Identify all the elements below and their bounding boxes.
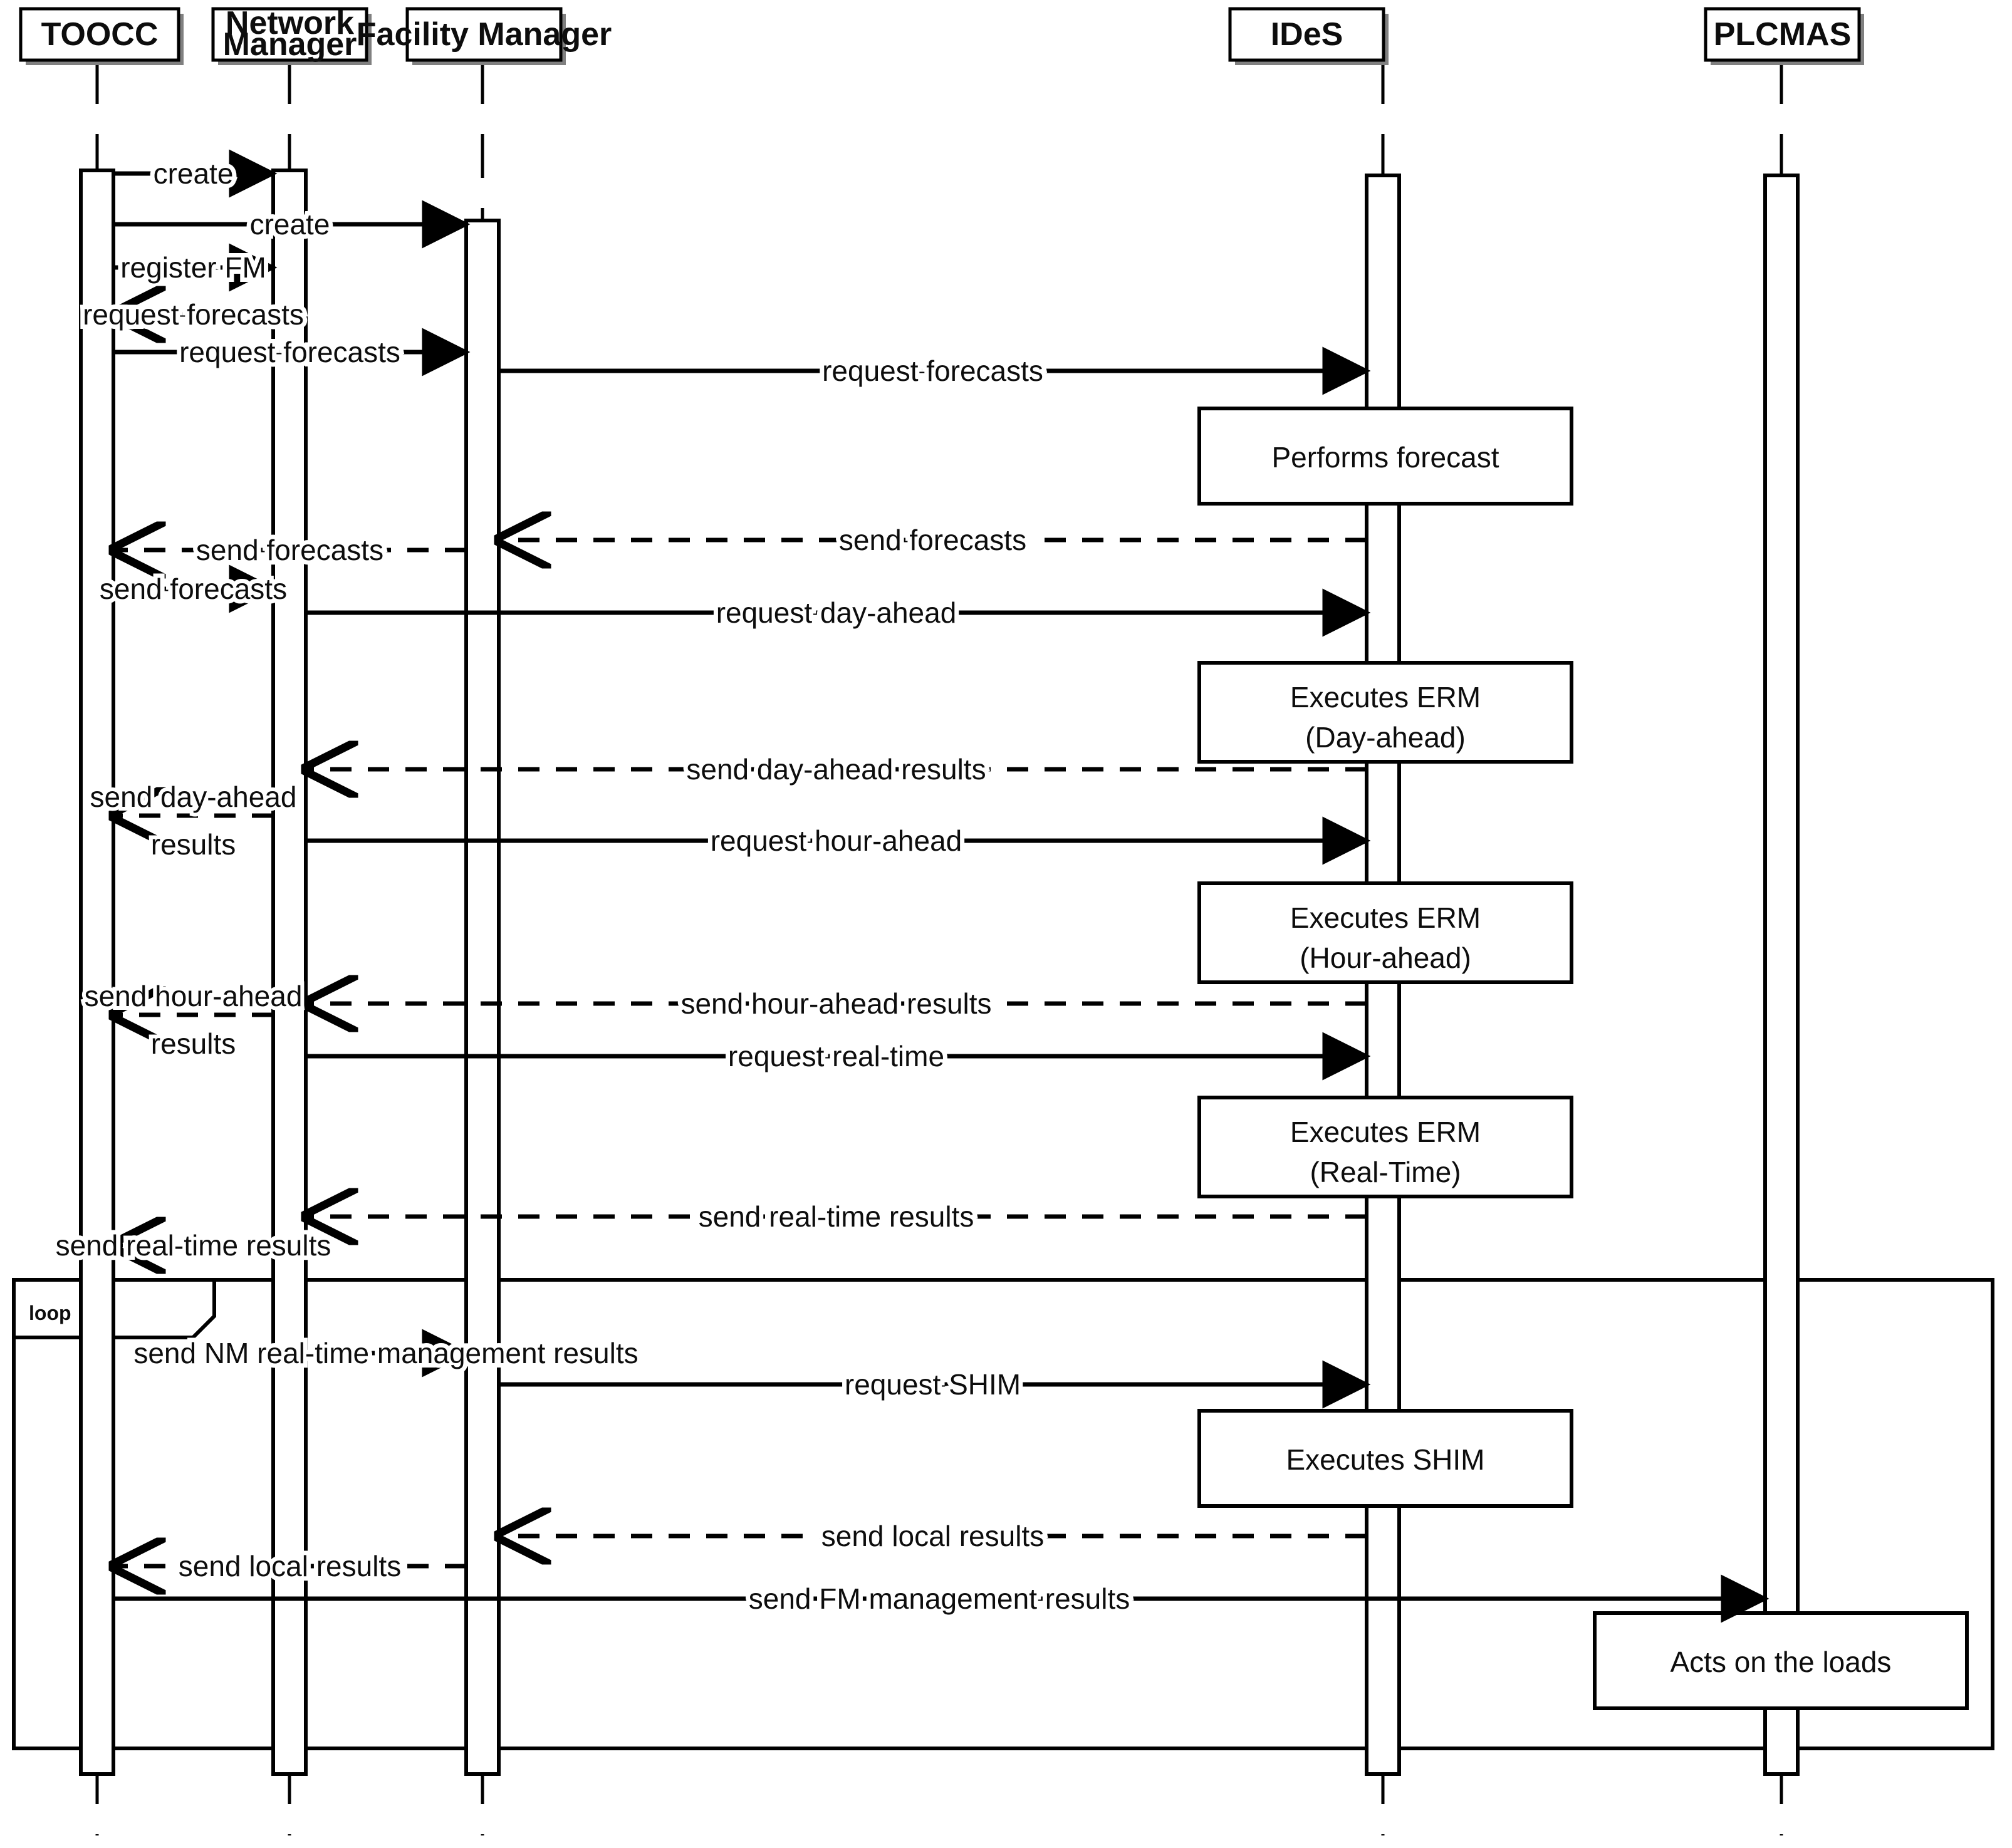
- activity-box-label-line2: (Real-Time): [1310, 1156, 1461, 1188]
- message-m18: send real-time results: [51, 1229, 335, 1262]
- header-label: TOOCC: [41, 16, 159, 53]
- header-label: Facility Manager: [357, 16, 612, 53]
- message-label: send local results: [821, 1520, 1044, 1552]
- message-m08: send forecasts: [499, 524, 1367, 556]
- activation-bar-nm: [271, 169, 308, 1776]
- message-m20: request SHIM: [499, 1360, 1371, 1409]
- header-box: [19, 7, 180, 62]
- message-m01: create: [113, 149, 278, 198]
- fragment-frame-loop: [12, 1278, 1994, 1750]
- message-m04: request forecasts: [78, 298, 308, 331]
- message-m22: send local results: [113, 1550, 466, 1582]
- message-m11: send day-ahead results: [306, 753, 1367, 786]
- lifeline-header-ides[interactable]: IDeS: [1228, 7, 1389, 65]
- message-m13: request hour-ahead: [306, 816, 1371, 865]
- message-label: create: [154, 157, 234, 190]
- header-box: [405, 7, 563, 62]
- message-m15: send hour-ahead results: [81, 976, 306, 1064]
- header-box: [1704, 7, 1861, 62]
- activity-box-label-line2: (Hour-ahead): [1300, 942, 1471, 974]
- message-m19: send NM real-time management results: [129, 1329, 643, 1378]
- activation-bar-toocc: [79, 169, 115, 1776]
- activity-box-label: Executes SHIM: [1286, 1443, 1485, 1476]
- message-m03: register FM: [113, 243, 278, 292]
- message-label: request SHIM: [845, 1368, 1021, 1401]
- message-label: send day-ahead results: [686, 753, 986, 786]
- header-box: [211, 7, 368, 62]
- activity-box-b4: [1197, 1096, 1573, 1198]
- message-label: register FM: [120, 251, 266, 284]
- message-label: create: [250, 208, 330, 241]
- message-m02: create: [113, 200, 471, 249]
- message-label: send forecasts: [196, 534, 383, 566]
- lifeline-header-plcmas[interactable]: PLCMAS: [1704, 7, 1864, 65]
- message-m05: request forecasts: [113, 328, 471, 376]
- activation-bar-plcmas: [1763, 174, 1800, 1776]
- message-label-line2: results: [151, 828, 236, 861]
- message-label: send FM management results: [749, 1582, 1130, 1615]
- message-label: send NM real-time management results: [133, 1337, 638, 1369]
- message-label: request day-ahead: [716, 596, 957, 629]
- message-m09: send forecasts: [95, 564, 291, 613]
- message-m21: send local results: [499, 1520, 1367, 1552]
- activity-box-b5: [1197, 1409, 1573, 1508]
- message-m17: send real-time results: [306, 1200, 1367, 1233]
- activity-box-b1: [1197, 407, 1573, 506]
- header-box: [1228, 7, 1385, 62]
- message-label: request forecasts: [83, 298, 304, 331]
- lifeline-header-toocc[interactable]: TOOCC: [19, 7, 184, 65]
- message-m14: send hour-ahead results: [306, 987, 1367, 1020]
- activity-box-b3: [1197, 881, 1573, 984]
- activity-box-label: Acts on the loads: [1671, 1646, 1892, 1678]
- message-label: request real-time: [728, 1040, 944, 1072]
- header-label-line2: Manager: [223, 26, 357, 63]
- header-label: PLCMAS: [1714, 16, 1852, 53]
- message-label-line2: results: [151, 1027, 236, 1060]
- message-m23: send FM management results: [113, 1574, 1770, 1623]
- activity-box-label-line1: Executes ERM: [1290, 901, 1481, 934]
- activity-box-b6: [1593, 1611, 1969, 1710]
- message-label: request forecasts: [179, 336, 400, 368]
- message-m06: request forecasts: [499, 346, 1371, 395]
- activity-box-label-line2: (Day-ahead): [1305, 721, 1466, 754]
- fragment-operator-label: loop: [29, 1302, 71, 1324]
- message-m12: send day-ahead results: [86, 777, 301, 864]
- message-label: send real-time results: [699, 1200, 974, 1233]
- activation-bar-fm: [464, 219, 501, 1776]
- message-label-line1: send hour-ahead: [85, 980, 303, 1012]
- message-label: request hour-ahead: [711, 824, 962, 857]
- message-label: send forecasts: [839, 524, 1026, 556]
- message-label: send local results: [179, 1550, 401, 1582]
- message-label: request forecasts: [822, 355, 1043, 387]
- activity-box-label-line1: Executes ERM: [1290, 1116, 1481, 1148]
- message-label: send hour-ahead results: [680, 987, 991, 1020]
- activity-box-label-line1: Executes ERM: [1290, 681, 1481, 714]
- message-label-line1: send day-ahead: [90, 781, 297, 813]
- message-m16: request real-time: [306, 1032, 1371, 1081]
- header-label: IDeS: [1271, 16, 1343, 53]
- message-label: send real-time results: [56, 1229, 331, 1262]
- message-m10: request day-ahead: [306, 588, 1371, 637]
- activity-box-b2: [1197, 661, 1573, 764]
- message-label: send forecasts: [100, 573, 287, 605]
- activity-box-label: Performs forecast: [1272, 441, 1499, 474]
- lifeline-header-fm[interactable]: Facility Manager: [357, 7, 612, 65]
- header-label-line1: Network: [226, 5, 354, 41]
- message-m07: send forecasts: [113, 534, 466, 566]
